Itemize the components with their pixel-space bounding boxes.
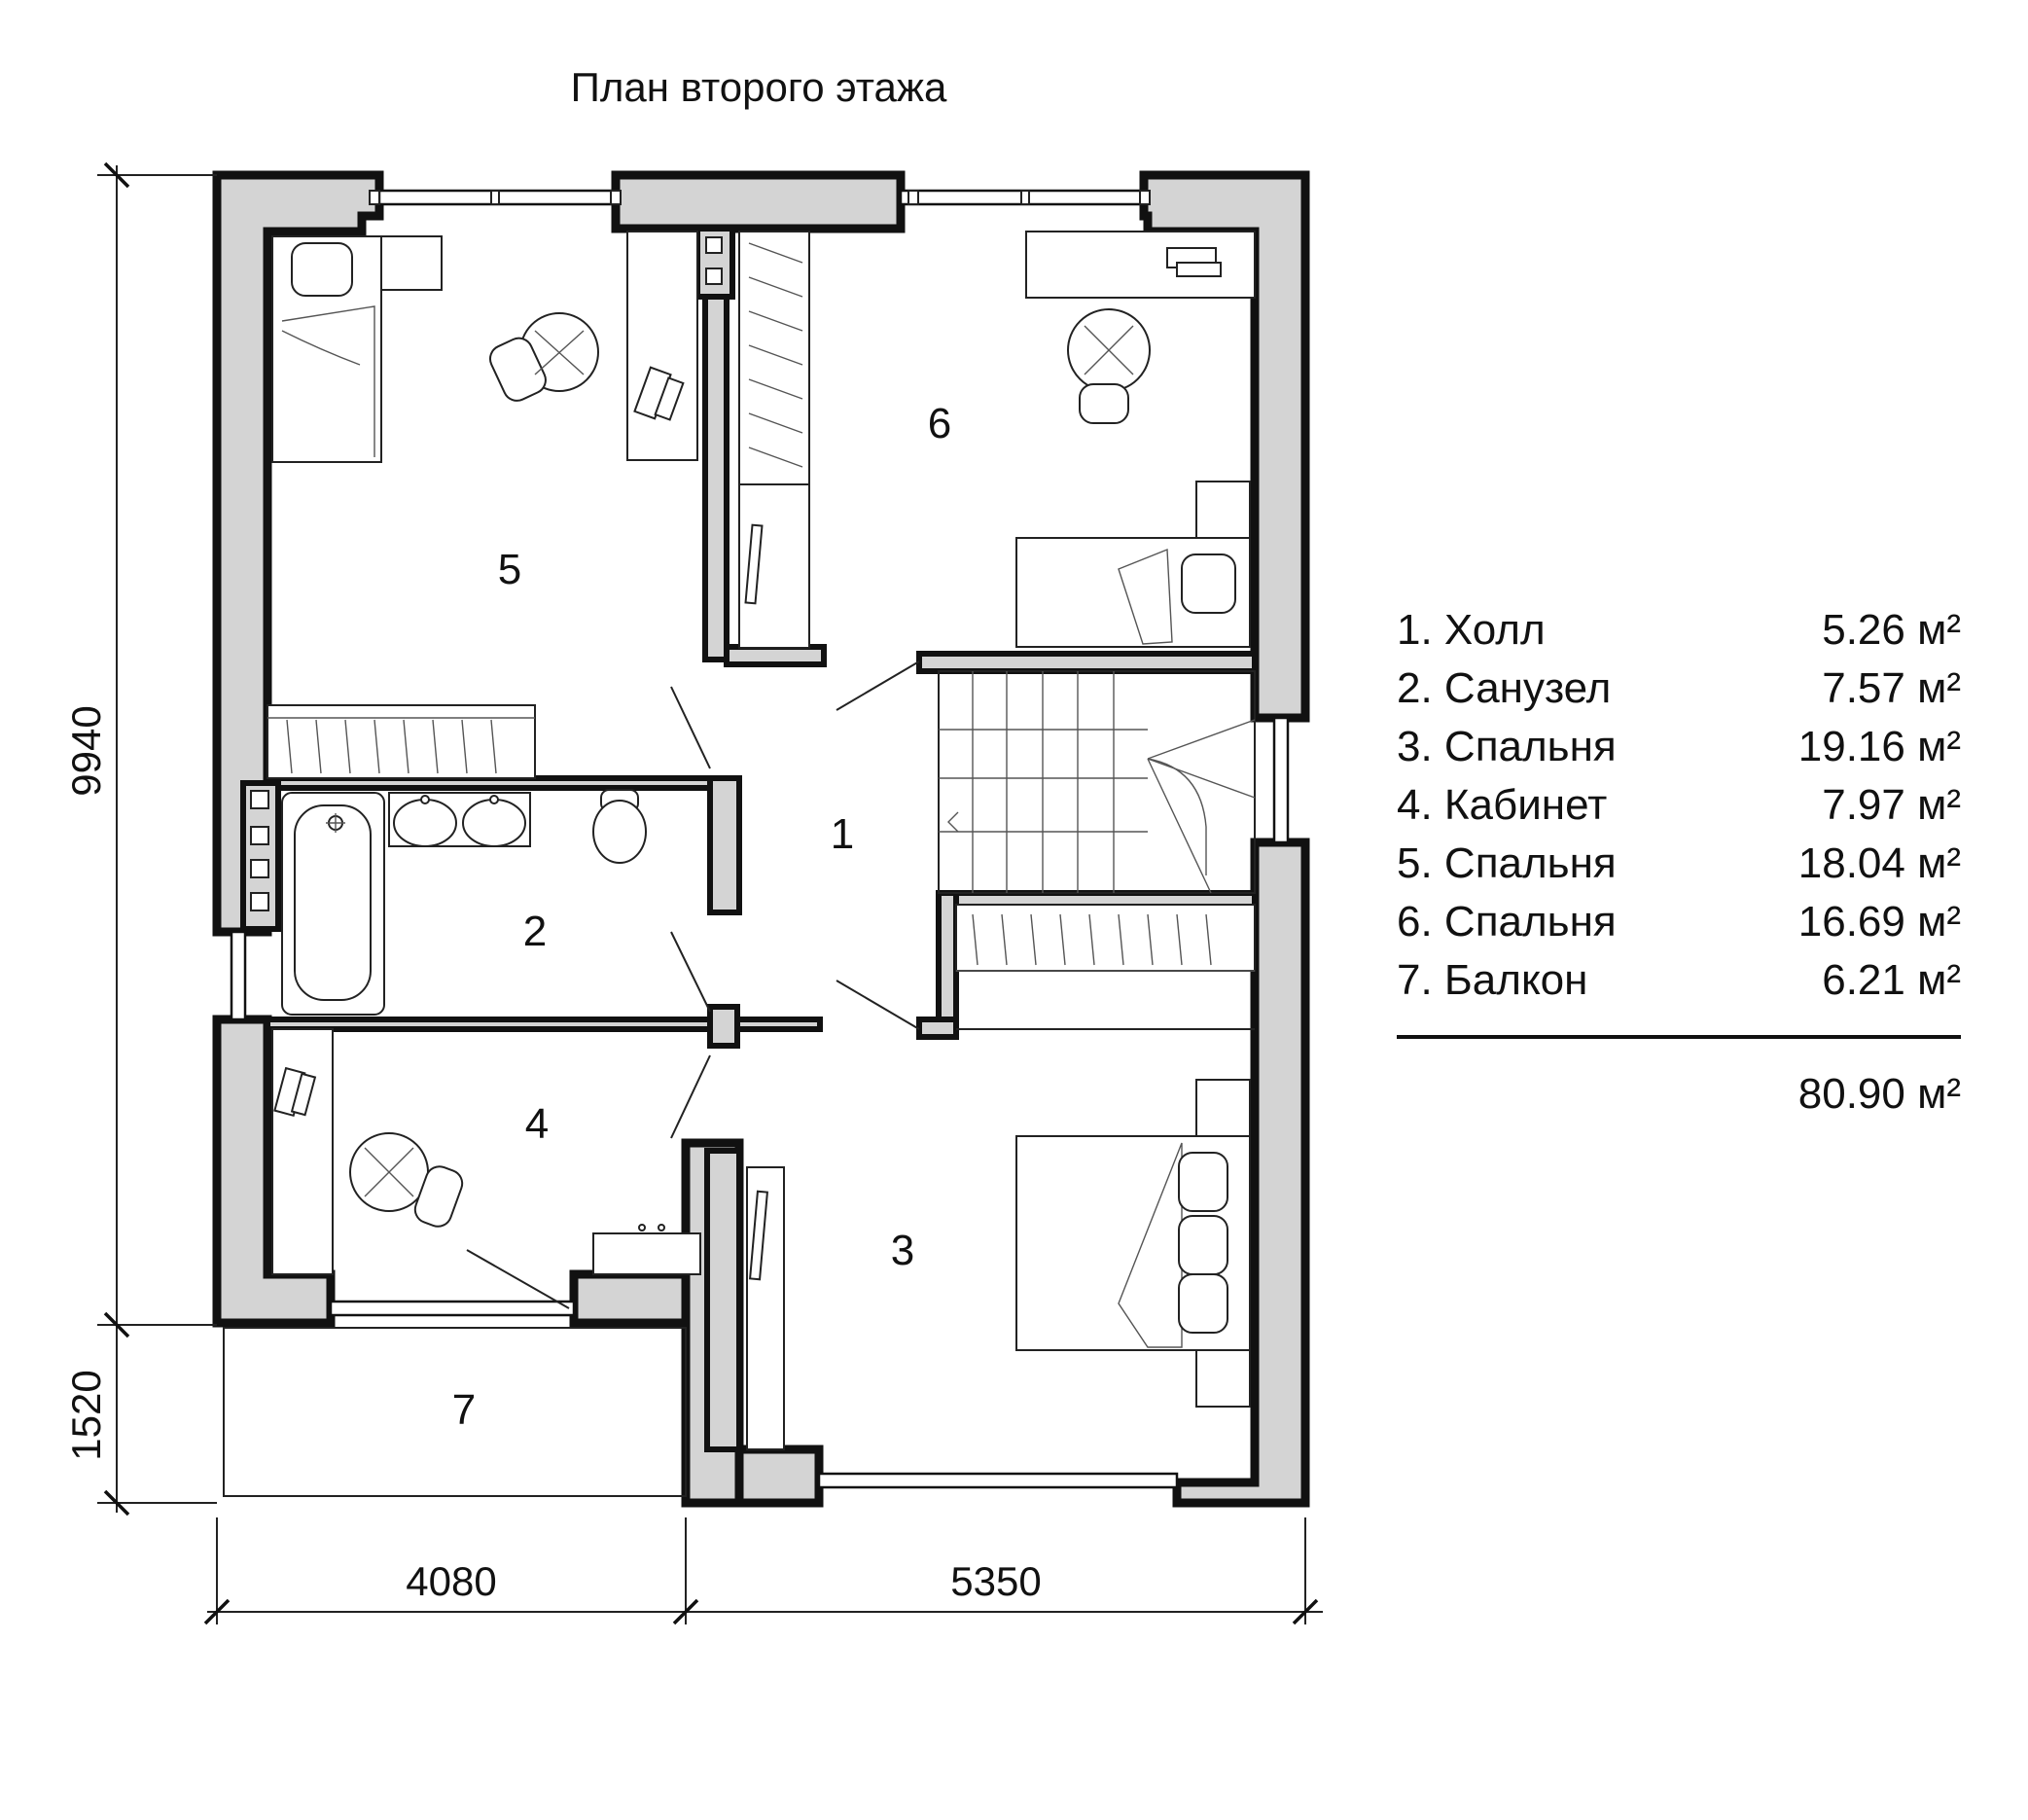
legend-area: 19.16 м² (1797, 723, 1961, 770)
legend-label: 3. Спальня (1397, 723, 1617, 770)
dimension-height-main: 9940 (63, 705, 109, 796)
balcony-outline (223, 1327, 687, 1497)
legend-area: 7.57 м² (1822, 664, 1961, 712)
furniture-room6 (1015, 231, 1256, 648)
legend-total: 80.90 м² (1797, 1070, 1961, 1118)
room-numbers: 1 2 3 4 5 6 7 (452, 400, 951, 1434)
room-number-3: 3 (891, 1227, 914, 1274)
staircase (938, 670, 1256, 894)
legend-label: 5. Спальня (1397, 839, 1617, 887)
area-legend: 1. Холл 5.26 м² 2. Санузел 7.57 м² 3. Сп… (1397, 601, 1961, 1128)
wardrobe-hall (955, 904, 1256, 1030)
legend-row: 5. Спальня 18.04 м² (1397, 835, 1961, 893)
legend-label: 1. Холл (1397, 606, 1546, 654)
windows (230, 189, 1290, 1489)
legend-label: 4. Кабинет (1397, 781, 1608, 829)
legend-label: 7. Балкон (1397, 956, 1588, 1004)
dimension-width-left: 4080 (406, 1558, 496, 1604)
legend-area: 7.97 м² (1822, 781, 1961, 829)
legend-area: 6.21 м² (1822, 956, 1961, 1004)
room-number-2: 2 (523, 908, 547, 955)
room-number-6: 6 (928, 400, 951, 447)
furniture-room3 (746, 1079, 1251, 1450)
furniture-room4 (271, 1028, 701, 1275)
door-swings (466, 660, 920, 1309)
room-number-5: 5 (498, 546, 521, 593)
room-number-1: 1 (831, 810, 854, 858)
legend-divider (1397, 1035, 1961, 1039)
legend-row: 6. Спальня 16.69 м² (1397, 893, 1961, 951)
legend-row: 3. Спальня 19.16 м² (1397, 718, 1961, 776)
dimension-width-right: 5350 (950, 1558, 1041, 1604)
wardrobe-room6 (738, 231, 810, 649)
bathroom-fixtures (281, 789, 647, 1016)
legend-area: 5.26 м² (1822, 606, 1961, 654)
furniture-room5 (271, 231, 698, 463)
legend-row: 1. Холл 5.26 м² (1397, 601, 1961, 660)
room-number-4: 4 (525, 1100, 549, 1148)
dimension-lines (97, 161, 1323, 1625)
legend-row: 2. Санузел 7.57 м² (1397, 660, 1961, 718)
room-number-7: 7 (452, 1386, 476, 1434)
dimension-height-balcony: 1520 (63, 1370, 109, 1460)
legend-area: 18.04 м² (1797, 839, 1961, 887)
legend-row: 4. Кабинет 7.97 м² (1397, 776, 1961, 835)
legend-label: 2. Санузел (1397, 664, 1612, 712)
legend-area: 16.69 м² (1797, 898, 1961, 946)
plan-title: План второго этажа (571, 64, 947, 110)
legend-label: 6. Спальня (1397, 898, 1617, 946)
legend-row: 7. Балкон 6.21 м² (1397, 951, 1961, 1010)
wardrobe-room5 (267, 704, 536, 779)
